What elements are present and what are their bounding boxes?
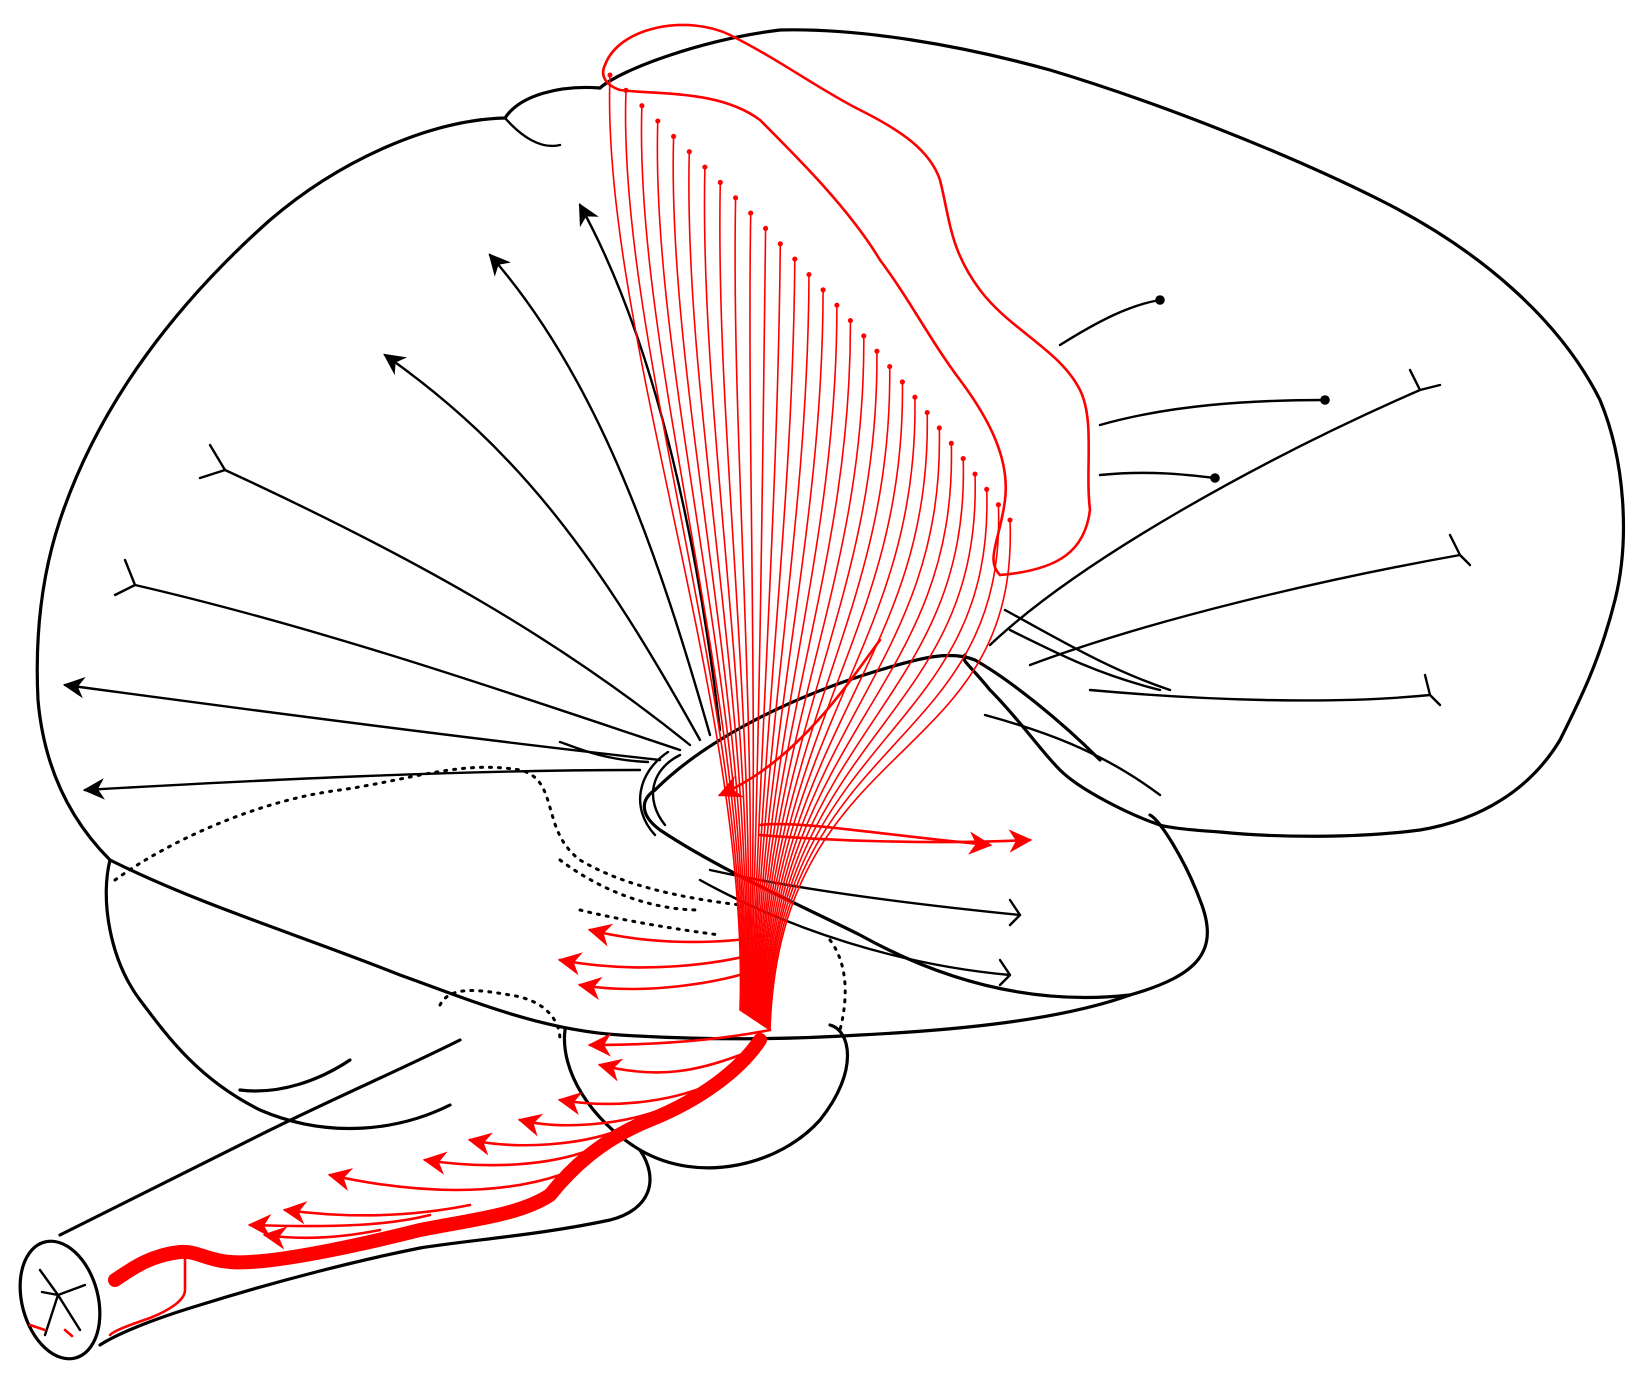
pyramidal-fiber	[610, 75, 741, 1010]
black-fibers-left	[65, 205, 720, 835]
pyramidal-tract-fan	[610, 75, 1011, 1030]
red-collateral-arrows	[250, 640, 1030, 1238]
pyramidal-fiber	[657, 121, 743, 1012]
pyramidal-fiber	[641, 106, 742, 1012]
pyramidal-fiber	[764, 428, 940, 1026]
pyramidal-fiber	[769, 505, 999, 1030]
pyramidal-fiber	[673, 136, 745, 1012]
pyramidal-fiber	[767, 474, 975, 1028]
